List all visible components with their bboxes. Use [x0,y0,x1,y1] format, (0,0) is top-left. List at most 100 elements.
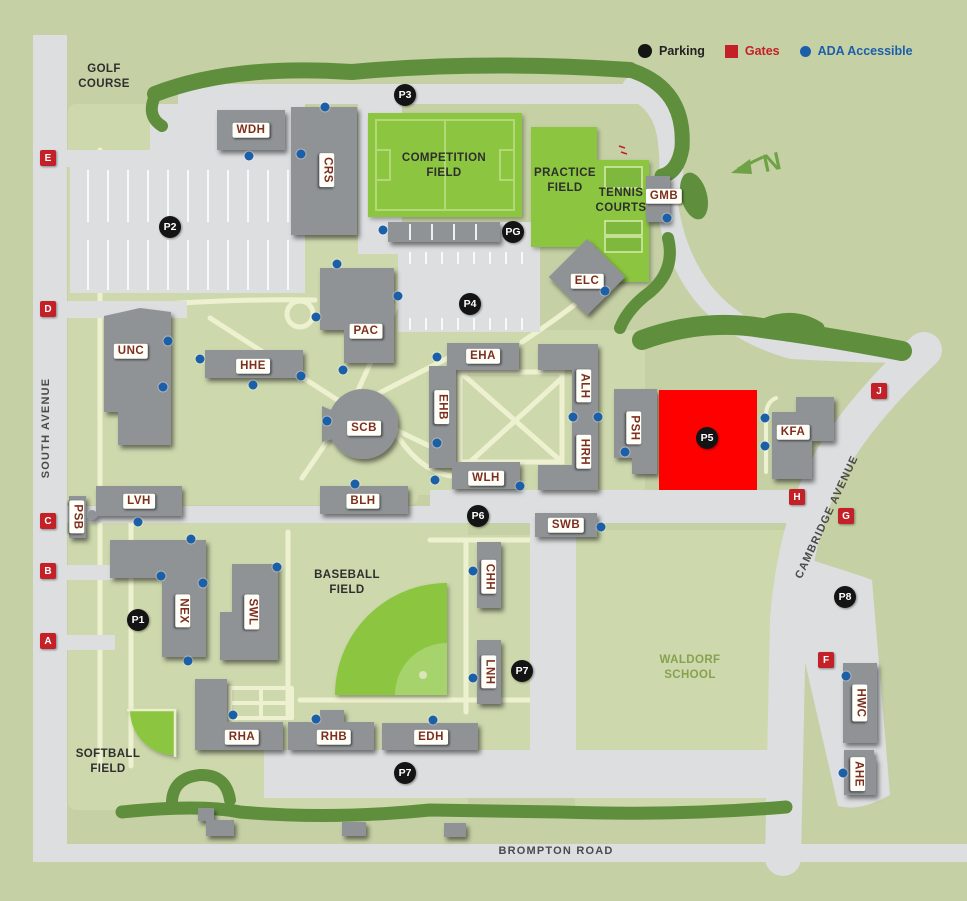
ada-accessible-dot [662,213,672,223]
gate-g[interactable]: G [838,508,854,524]
building-label-hwc[interactable]: HWC [852,684,868,722]
shed [206,820,234,836]
north-arrow-icon [731,155,764,174]
building-label-edh[interactable]: EDH [414,729,448,745]
gate-a[interactable]: A [40,633,56,649]
building-label-rhb[interactable]: RHB [316,729,352,745]
ada-accessible-dot [163,336,173,346]
building-label-elc[interactable]: ELC [570,273,604,289]
ada-accessible-dot [248,380,258,390]
parking-marker-p8[interactable]: P8 [834,586,856,608]
buildings-layer [69,107,877,837]
building-label-gmb[interactable]: GMB [645,188,683,204]
parking-marker-p3[interactable]: P3 [394,84,416,106]
ada-accessible-dot [350,479,360,489]
ada-accessible-dot [296,371,306,381]
building-label-psh[interactable]: PSH [626,411,642,445]
gate-j[interactable]: J [871,383,887,399]
building-label-hrh[interactable]: HRH [576,434,592,470]
legend-parking-label: Parking [659,44,705,58]
building-label-blh[interactable]: BLH [346,493,380,509]
building-label-chh[interactable]: CHH [481,559,497,595]
area-label-practice-field: PRACTICE FIELD [534,167,596,194]
ada-accessible-dot [244,151,254,161]
ada-accessible-dot [841,671,851,681]
parking-marker-p1[interactable]: P1 [127,609,149,631]
ada-accessible-dot [332,259,342,269]
legend-gates-label: Gates [744,44,780,58]
building-label-nex[interactable]: NEX [175,594,191,628]
ada-accessible-dot [183,656,193,666]
ada-accessible-dot [760,441,770,451]
building-label-lnh[interactable]: LNH [481,655,497,689]
ada-accessible-dot [186,534,196,544]
parking-marker-pg[interactable]: PG [502,221,524,243]
building-unc [104,308,171,445]
area-label-golf-course: GOLF COURSE [78,63,130,90]
parking-marker-p4[interactable]: P4 [459,293,481,315]
building-label-psb[interactable]: PSB [69,500,85,534]
ada-accessible-dot [593,412,603,422]
ada-accessible-dot [760,413,770,423]
building-label-ehb[interactable]: EHB [434,390,450,424]
building-label-eha[interactable]: EHA [466,348,500,364]
building-label-pac[interactable]: PAC [349,323,383,339]
building-label-alh[interactable]: ALH [576,369,592,403]
ada-accessible-dot [296,149,306,159]
ada-accessible-dot [320,102,330,112]
ada-accessible-dot [338,365,348,375]
building-label-wdh[interactable]: WDH [232,122,270,138]
parking-marker-p5[interactable]: P5 [696,427,718,449]
ada-legend-icon [799,45,811,57]
building-label-kfa[interactable]: KFA [776,424,810,440]
parking-marker-p6[interactable]: P6 [467,505,489,527]
building-label-swl[interactable]: SWL [244,594,260,630]
gate-e[interactable]: E [40,150,56,166]
shed [444,823,466,837]
parking-marker-p7[interactable]: P7 [394,762,416,784]
area-label-baseball-field: BASEBALL FIELD [314,569,380,596]
gate-d[interactable]: D [40,301,56,317]
ada-accessible-dot [272,562,282,572]
ada-accessible-dot [838,768,848,778]
softball-field-shape [130,710,175,755]
shed [198,808,214,821]
ada-accessible-dot [322,416,332,426]
ada-accessible-dot [600,286,610,296]
gate-b[interactable]: B [40,563,56,579]
ada-accessible-dot [620,447,630,457]
building-label-wlh[interactable]: WLH [468,470,504,486]
ada-accessible-dot [158,382,168,392]
ada-accessible-dot [195,354,205,364]
parking-marker-p7[interactable]: P7 [511,660,533,682]
ada-accessible-dot [515,481,525,491]
parking-legend-icon [638,44,652,58]
p7-lot [264,750,786,798]
building-label-scb[interactable]: SCB [347,420,381,436]
area-label-softball-field: SOFTBALL FIELD [75,748,141,775]
street-label-brompton-road: BROMPTON ROAD [498,845,614,857]
building-label-lvh[interactable]: LVH [123,493,155,509]
parking-marker-p2[interactable]: P2 [159,216,181,238]
practice-field [531,127,597,247]
brompton-road [60,844,967,862]
ada-accessible-dot [432,438,442,448]
gate-h[interactable]: H [789,489,805,505]
building-label-crs[interactable]: CRS [319,153,335,187]
building-label-rha[interactable]: RHA [224,729,260,745]
gate-c[interactable]: C [40,513,56,529]
ada-accessible-dot [468,566,478,576]
area-label-tennis-courts: TENNIS COURTS [595,187,647,214]
building-label-ahe[interactable]: AHE [850,757,866,791]
ada-accessible-dot [228,710,238,720]
legend: Parking Gates ADA Accessible [638,44,913,58]
ada-accessible-dot [198,578,208,588]
building-label-unc[interactable]: UNC [113,343,149,359]
area-label-competition-field: COMPETITION FIELD [401,152,487,179]
building-label-swb[interactable]: SWB [547,517,585,533]
gate-f[interactable]: F [818,652,834,668]
building-label-hhe[interactable]: HHE [236,358,270,374]
